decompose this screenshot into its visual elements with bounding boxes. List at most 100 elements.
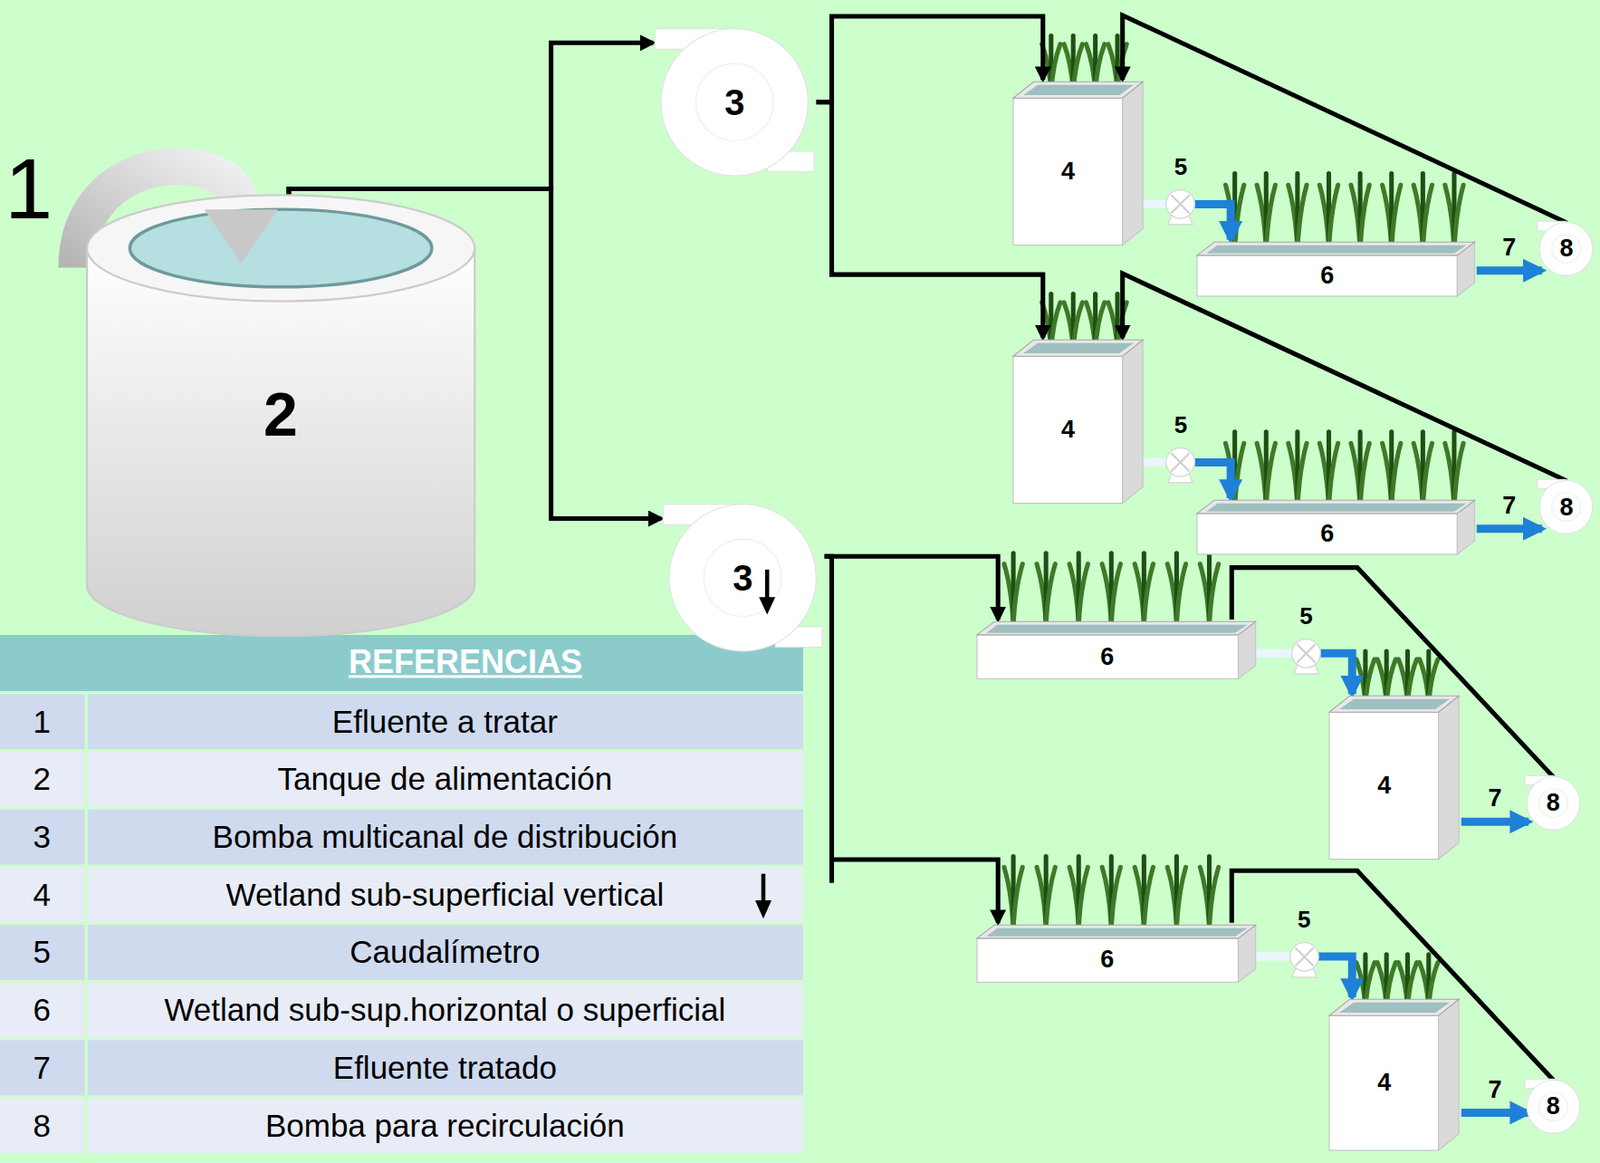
table-cell — [0, 924, 86, 980]
callout-number: 7 — [1499, 492, 1519, 520]
wetland-top — [1197, 499, 1476, 514]
callout-number: 3 — [732, 556, 753, 599]
wetland-front — [1197, 255, 1457, 297]
reed-plant — [1176, 866, 1186, 928]
pump-casing — [1540, 480, 1594, 535]
reed-plant — [1208, 866, 1218, 928]
wetland-top — [1329, 696, 1459, 713]
wetland-box: 4 — [1329, 693, 1459, 860]
wetland-side — [1438, 696, 1460, 860]
pump-symbol: 8 — [1537, 476, 1595, 534]
reed-plant — [1265, 184, 1275, 250]
wetland-water — [1206, 503, 1466, 512]
callout-number: 8 — [1559, 234, 1573, 263]
callout-number: 1 — [4, 136, 53, 240]
flowmeter-symbol: 5 — [1159, 411, 1201, 483]
wetland-box: 6 — [977, 922, 1256, 982]
wetland-front — [977, 938, 1238, 982]
table-cell — [87, 1039, 804, 1095]
reed-plant — [1454, 442, 1464, 508]
callout-number: 4 — [1061, 415, 1075, 444]
flow-arrow — [1195, 462, 1231, 499]
reed-plant — [1329, 442, 1339, 508]
node-outline — [1013, 79, 1143, 246]
node-outline — [977, 619, 1256, 679]
tank-water — [129, 209, 432, 288]
callout-number: 5 — [1297, 905, 1311, 935]
wetland-box: 6 — [1197, 239, 1476, 297]
reed-plant — [1422, 442, 1432, 508]
node-outline — [977, 922, 1256, 982]
reed-plant — [1111, 866, 1121, 928]
callout-number: 5 — [1299, 602, 1313, 632]
table-cell-text: Wetland sub-superficial vertical — [225, 875, 664, 914]
drawing-part — [0, 15, 1464, 1153]
wetland-side — [1122, 81, 1144, 245]
wetland-top — [1013, 339, 1143, 356]
reed-plant — [1045, 866, 1055, 928]
table-cell — [0, 1097, 86, 1153]
table-cell-text: 3 — [32, 817, 50, 856]
pump-symbol: 3 — [661, 498, 824, 652]
table-heading: REFERENCIAS — [348, 642, 583, 682]
table-cell — [0, 751, 86, 807]
table-cell — [0, 982, 86, 1038]
pump-symbol: 8 — [1524, 1075, 1582, 1133]
pump-symbol: 3 — [652, 22, 816, 176]
wetland-front — [1329, 1015, 1439, 1150]
reed-plant — [1111, 564, 1121, 625]
callout-number: 6 — [1320, 519, 1334, 548]
callout-number: 4 — [1377, 1068, 1391, 1097]
wetland-water — [1340, 699, 1451, 709]
table-cell — [0, 693, 86, 749]
wetland-water — [986, 927, 1247, 936]
pump-impeller — [1552, 234, 1581, 264]
pipe-connection — [1255, 649, 1293, 658]
pipe-line — [1122, 15, 1567, 223]
node-outline — [1013, 337, 1143, 504]
meter-cross — [1296, 643, 1315, 662]
tank-body — [86, 248, 475, 636]
table-cell — [87, 1097, 804, 1153]
flowmeter-symbol: 5 — [1283, 905, 1325, 978]
pump-casing — [669, 504, 816, 652]
table-cell-text: 7 — [32, 1048, 50, 1087]
table-cell — [0, 866, 86, 922]
reed-plant — [1360, 442, 1370, 508]
table-cell — [87, 982, 804, 1038]
reed-plant — [1297, 442, 1307, 508]
meter-cross — [1171, 452, 1190, 471]
table-cell-text: Wetland sub-sup.horizontal o superficial — [163, 990, 726, 1029]
reed-plant — [1454, 184, 1464, 250]
meter-body — [1292, 638, 1322, 668]
flow-arrow — [1461, 817, 1529, 826]
table-cell — [0, 809, 86, 865]
meter-cross — [1294, 947, 1313, 966]
wetland-side — [1438, 998, 1460, 1150]
wetland-side — [1122, 339, 1144, 503]
reed-plant — [1208, 564, 1218, 625]
flow-arrow — [1320, 652, 1352, 694]
callout-number: 8 — [1559, 493, 1573, 522]
flow-arrow-symbol — [758, 596, 776, 614]
meter-cross — [1171, 194, 1190, 213]
callout-number: 4 — [1377, 771, 1391, 800]
flow-arrow — [1461, 1108, 1529, 1117]
pump-symbol: 8 — [1537, 218, 1595, 276]
reed-plant — [1235, 442, 1245, 508]
flow-arrow — [1195, 203, 1231, 240]
wetland-box: 4 — [1013, 337, 1143, 504]
reed-plant — [1013, 866, 1023, 928]
flow-arrow-symbol — [761, 873, 767, 903]
table-cell-text: 8 — [32, 1106, 50, 1145]
pipe-line — [816, 16, 1044, 103]
table-cell-text: Efluente tratado — [333, 1048, 557, 1087]
callout-number: 8 — [1546, 788, 1561, 817]
wetland-front — [1013, 355, 1123, 503]
node-outline — [1329, 996, 1459, 1150]
table-cell-text: Caudalímetro — [349, 932, 540, 971]
reed-plant — [1078, 866, 1088, 928]
feed-tank: 2 — [86, 191, 475, 636]
wetland-water — [986, 624, 1247, 633]
